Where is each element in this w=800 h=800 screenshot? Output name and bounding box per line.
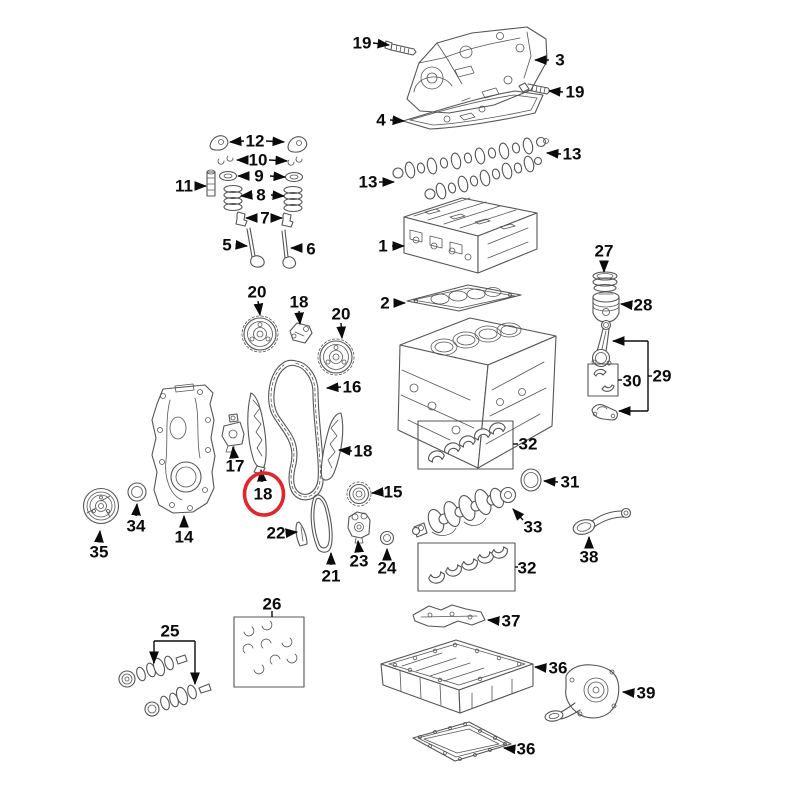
callout-36-lower[interactable]: 36: [517, 740, 536, 759]
exhaust-valve-drawing: [281, 229, 297, 269]
callout-38[interactable]: 38: [580, 548, 599, 567]
crankshaft-drawing: [411, 486, 517, 538]
callout-29[interactable]: 29: [653, 367, 672, 386]
oil-pan-lower-drawing: [412, 721, 512, 762]
camshaft-intake-drawing: [424, 155, 543, 200]
valve-seal-drawings: [235, 211, 294, 228]
callout-14[interactable]: 14: [175, 528, 194, 547]
callout-5[interactable]: 5: [222, 236, 231, 255]
rod-bearing-box-drawing: [587, 363, 619, 397]
callout-30[interactable]: 30: [623, 372, 642, 391]
callout-11[interactable]: 11: [175, 177, 193, 196]
main-bearing-lower-drawing: [417, 542, 516, 592]
camshaft-exhaust-drawing: [392, 136, 549, 179]
cam-sprocket-left-drawing: [241, 315, 279, 353]
callout-39[interactable]: 39: [637, 684, 656, 703]
leader-lines: [94, 38, 652, 755]
cylinder-head-drawing: [403, 197, 538, 274]
callout-26[interactable]: 26: [263, 595, 282, 614]
head-gasket-drawing: [406, 284, 522, 312]
callout-21[interactable]: 21: [322, 567, 341, 586]
oil-pickup-drawing: [572, 507, 632, 535]
rocker-arm-drawings: [209, 135, 308, 153]
callout-13-left[interactable]: 13: [359, 173, 378, 192]
callout-7[interactable]: 7: [260, 209, 269, 228]
callout-19-right[interactable]: 19: [566, 83, 585, 102]
piston-drawing: [592, 291, 620, 323]
callout-22[interactable]: 22: [267, 524, 286, 543]
oil-chain-guide-drawing: [295, 521, 308, 547]
timing-chain-drawing: [268, 359, 324, 501]
callout-18-highlighted[interactable]: 18: [254, 485, 273, 504]
callout-34[interactable]: 34: [127, 517, 146, 536]
valve-cover-bolt-left-drawing: [384, 40, 417, 56]
callout-25[interactable]: 25: [161, 622, 180, 641]
callout-10[interactable]: 10: [249, 151, 268, 170]
lash-adjuster-drawing: [206, 169, 216, 197]
oil-pump-chain-drawing: [310, 494, 333, 553]
callout-19-top-left[interactable]: 19: [353, 34, 372, 53]
bearing-kit-box-drawing: [233, 616, 305, 688]
valve-keeper-drawings: [217, 155, 303, 166]
callout-15[interactable]: 15: [384, 483, 403, 502]
callout-35[interactable]: 35: [90, 543, 109, 562]
rear-seal-drawing: [520, 468, 542, 492]
crank-sprocket-drawing: [346, 481, 372, 507]
chain-guide-bracket-drawing: [289, 322, 313, 344]
callout-18-right[interactable]: 18: [354, 442, 373, 461]
callout-23[interactable]: 23: [350, 552, 369, 571]
rod-cap-drawing: [591, 404, 618, 421]
chain-guide-left-drawing: [247, 392, 267, 475]
callout-37[interactable]: 37: [502, 612, 521, 631]
callout-20-right[interactable]: 20: [332, 305, 351, 324]
callout-2[interactable]: 2: [380, 294, 389, 313]
main-bearing-upper-drawing: [417, 420, 514, 470]
callout-6[interactable]: 6: [306, 240, 315, 259]
piston-ring-drawings: [592, 271, 618, 293]
callout-20-left[interactable]: 20: [248, 283, 267, 302]
highlight-circle: [242, 471, 286, 517]
intake-valve-drawing: [246, 227, 265, 268]
oil-pump-drawing: [544, 664, 620, 722]
callout-1[interactable]: 1: [378, 237, 387, 256]
callout-17[interactable]: 17: [226, 457, 245, 476]
oil-pan-upper-drawing: [380, 639, 534, 714]
callout-28[interactable]: 28: [634, 296, 653, 315]
tensioner-ring-drawing: [379, 530, 395, 546]
oil-chain-tensioner-drawing: [347, 511, 371, 544]
valve-spring-drawings: [223, 184, 303, 213]
chain-tensioner-drawing: [221, 413, 245, 453]
cam-sprocket-right-drawing: [317, 338, 355, 376]
chain-guide-right-drawing: [320, 412, 344, 481]
callout-27[interactable]: 27: [595, 242, 614, 261]
callout-31[interactable]: 31: [561, 473, 580, 492]
callout-24[interactable]: 24: [378, 559, 397, 578]
callout-33[interactable]: 33: [524, 518, 543, 537]
callout-36-upper[interactable]: 36: [549, 659, 568, 678]
callout-18-top[interactable]: 18: [290, 293, 309, 312]
crank-pulley-drawing: [82, 487, 120, 525]
callout-13-right[interactable]: 13: [563, 145, 582, 164]
front-seal-drawing: [127, 482, 147, 502]
valve-cover-gasket-drawing: [402, 90, 544, 130]
callout-9[interactable]: 9: [254, 167, 263, 186]
callout-32-lower[interactable]: 32: [518, 559, 537, 578]
callout-12[interactable]: 12: [246, 132, 265, 151]
callout-3[interactable]: 3: [555, 51, 564, 70]
callout-4[interactable]: 4: [376, 111, 386, 130]
timing-cover-drawing: [151, 383, 216, 514]
callout-32-upper[interactable]: 32: [519, 435, 538, 454]
callout-16[interactable]: 16: [343, 378, 362, 397]
balance-shaft-drawings: [118, 654, 212, 717]
connecting-rod-drawing: [591, 319, 612, 368]
oil-baffle-drawing: [412, 604, 486, 628]
callout-8[interactable]: 8: [256, 186, 265, 205]
